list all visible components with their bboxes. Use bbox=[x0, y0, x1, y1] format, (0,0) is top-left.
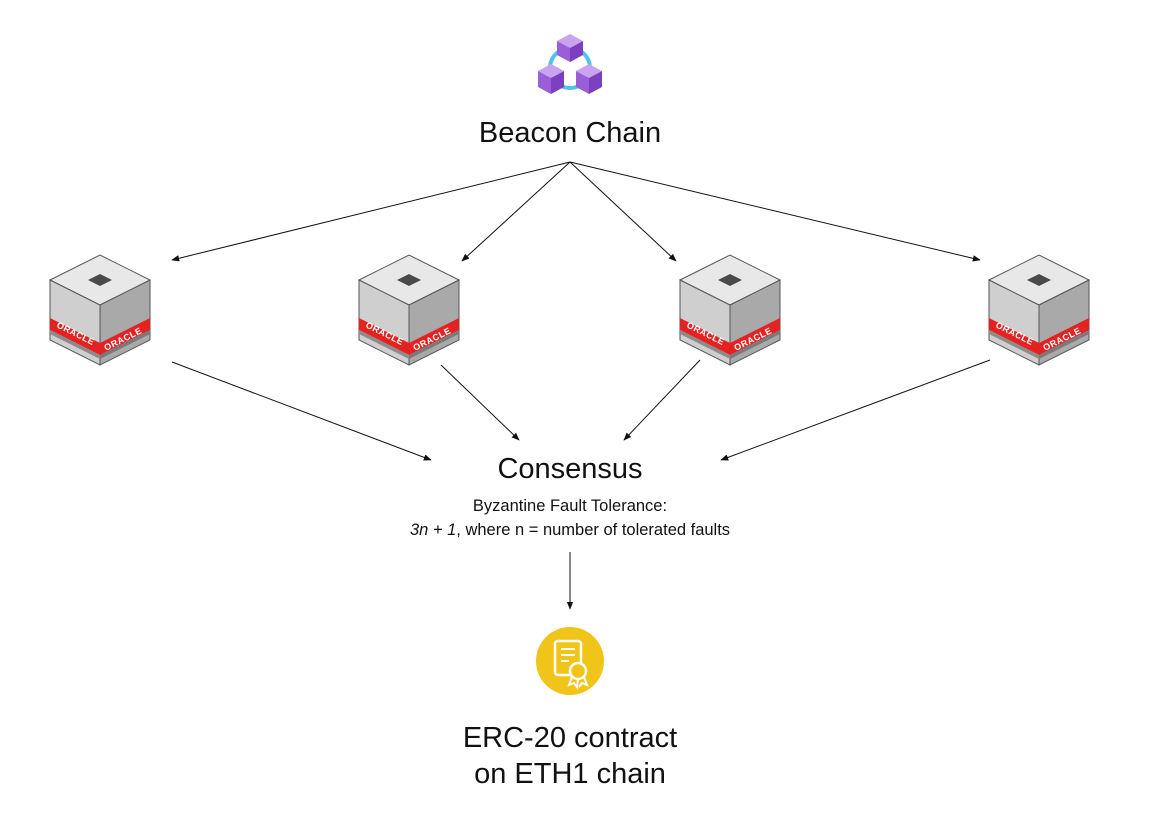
bft-formula-rest: , where n = number of tolerated faults bbox=[456, 521, 731, 539]
beacon-to-oracle-arrows bbox=[171, 161, 981, 262]
arrow-beacon-oracle-2 bbox=[461, 161, 571, 262]
consensus-title: Consensus bbox=[497, 453, 643, 485]
arrow-oracle-4-consensus bbox=[720, 359, 991, 461]
arrow-beacon-oracle-3 bbox=[569, 161, 677, 262]
oracle-server-icon-4 bbox=[988, 254, 1090, 366]
bft-formula-line: 3n + 1, where n = number of tolerated fa… bbox=[320, 518, 820, 542]
certificate-icon bbox=[536, 627, 604, 695]
beacon-chain-title: Beacon Chain bbox=[478, 117, 662, 149]
oracle-server-icon-1 bbox=[49, 254, 151, 366]
contract-line-2: on ETH1 chain bbox=[474, 758, 666, 790]
blockchain-cubes-icon bbox=[538, 34, 602, 94]
contract-label: ERC-20 contract on ETH1 chain bbox=[370, 720, 770, 792]
arrow-oracle-2-consensus bbox=[440, 364, 520, 441]
bft-heading: Byzantine Fault Tolerance: bbox=[472, 497, 668, 515]
contract-line-1: ERC-20 contract bbox=[462, 722, 678, 754]
bft-description: Byzantine Fault Tolerance: 3n + 1, where… bbox=[320, 494, 820, 542]
arrow-oracle-3-consensus bbox=[623, 359, 701, 441]
bft-formula: 3n + 1 bbox=[409, 521, 457, 539]
arrow-beacon-oracle-1 bbox=[171, 161, 571, 262]
oracle-server-icon-2 bbox=[358, 254, 460, 366]
oracle-to-consensus-arrows bbox=[171, 359, 991, 461]
oracle-server-icon-3 bbox=[679, 254, 781, 366]
arrow-beacon-oracle-4 bbox=[569, 161, 981, 262]
arrow-oracle-1-consensus bbox=[171, 361, 432, 461]
